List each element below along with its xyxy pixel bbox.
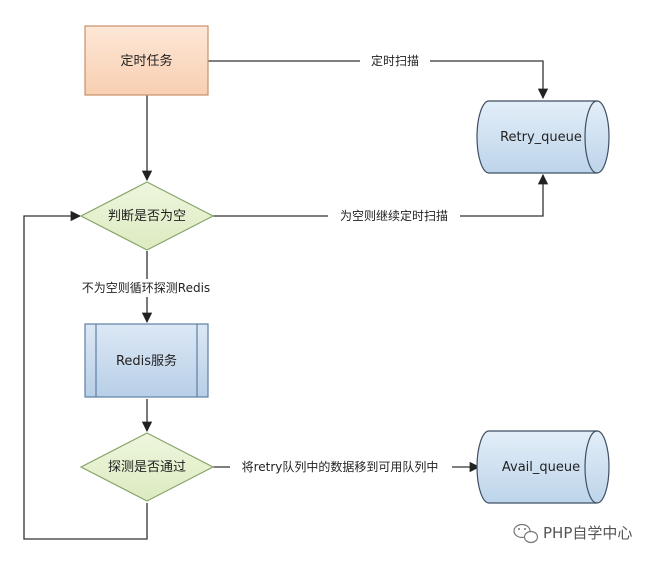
node-avail-queue-label: Avail_queue bbox=[502, 460, 580, 475]
watermark-text: PHP自学中心 bbox=[543, 524, 632, 542]
node-retry-queue-label: Retry_queue bbox=[500, 130, 582, 145]
node-probe-passed: 探测是否通过 bbox=[79, 432, 215, 502]
node-avail-queue: Avail_queue bbox=[476, 430, 610, 504]
node-scheduled-task: 定时任务 bbox=[84, 25, 209, 96]
edge-label-not-empty-probe-redis: 不为空则循环探测Redis bbox=[82, 281, 210, 295]
node-check-empty: 判断是否为空 bbox=[79, 181, 215, 251]
node-check-empty-label: 判断是否为空 bbox=[108, 209, 186, 224]
node-retry-queue: Retry_queue bbox=[476, 100, 610, 174]
edge-scheduled-scan bbox=[208, 60, 549, 100]
edge-label-bg bbox=[230, 458, 452, 476]
wechat-icon bbox=[513, 523, 539, 544]
node-scheduled-task-label: 定时任务 bbox=[120, 53, 172, 69]
edge-loop-back bbox=[23, 210, 148, 540]
edge-label-bg bbox=[70, 279, 222, 297]
node-redis-service: Redis服务 bbox=[84, 323, 209, 398]
edge-empty-continue-scan bbox=[213, 173, 549, 217]
watermark: PHP自学中心 bbox=[513, 523, 632, 544]
edge-label-empty-continue-scan: 为空则继续定时扫描 bbox=[340, 208, 448, 223]
edge-label-scheduled-scan: 定时扫描 bbox=[371, 53, 419, 68]
edge-label-move-to-available: 将retry队列中的数据移到可用队列中 bbox=[242, 459, 439, 474]
node-probe-passed-label: 探测是否通过 bbox=[108, 460, 186, 475]
edge-label-bg bbox=[328, 207, 460, 225]
edge-label-bg bbox=[360, 52, 430, 70]
node-redis-service-label: Redis服务 bbox=[116, 353, 177, 369]
